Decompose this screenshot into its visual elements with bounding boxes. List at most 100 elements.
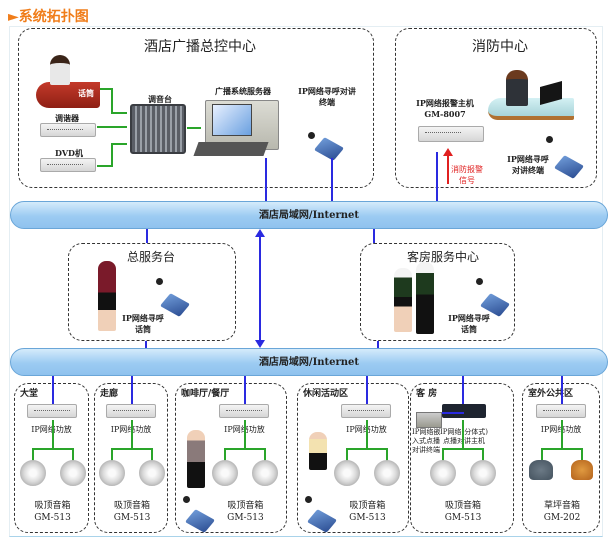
alarm-arrow-icon bbox=[447, 152, 449, 184]
fire-operator-icon bbox=[506, 70, 528, 106]
audio-line bbox=[97, 165, 111, 167]
room-host-icon bbox=[442, 404, 486, 418]
speaker-name: 吸顶音箱 bbox=[34, 501, 71, 511]
audio-line bbox=[561, 420, 563, 448]
ip-amplifier-icon bbox=[219, 404, 270, 418]
embedded-terminal-icon bbox=[416, 412, 442, 428]
broadcast-terminal-label: IP网络寻呼对讲终端 bbox=[292, 86, 362, 108]
audio-line bbox=[244, 420, 247, 448]
audio-line bbox=[111, 112, 127, 114]
audio-line bbox=[31, 448, 34, 462]
arrow-up-icon bbox=[255, 229, 265, 237]
zone-title: 休闲活动区 bbox=[303, 389, 349, 399]
audio-line bbox=[111, 448, 153, 450]
ceiling-speaker-icon bbox=[59, 460, 86, 486]
speaker-name: 草坪音箱 bbox=[543, 501, 580, 511]
network-bottom-label: 酒店局域网/Internet bbox=[258, 357, 360, 368]
zone-title: 咖啡厅/餐厅 bbox=[181, 389, 230, 399]
announcer-icon bbox=[50, 55, 70, 85]
network-pipe-top: 酒店局域网/Internet bbox=[10, 201, 608, 229]
fire-operator-desk-icon bbox=[488, 98, 574, 120]
audio-line bbox=[346, 448, 389, 450]
ip-amplifier-icon bbox=[341, 404, 392, 418]
alarm-signal-line1: 消防报警 bbox=[451, 165, 483, 174]
alarm-host-label-line1: IP网络报警主机 bbox=[416, 98, 474, 108]
ceiling-speaker-icon bbox=[334, 460, 361, 486]
speaker-model: GM-513 bbox=[349, 513, 386, 523]
zone-box bbox=[297, 383, 409, 533]
mixer-label: 调音台 bbox=[148, 94, 172, 104]
room-service-mic-label-line1: IP网络寻呼 bbox=[448, 313, 490, 323]
page-title: ►系统拓扑图 bbox=[8, 9, 89, 25]
speaker-model: GM-513 bbox=[34, 513, 71, 523]
amp-label: IP网络功放 bbox=[101, 424, 161, 435]
audio-line bbox=[366, 420, 369, 448]
housekeeper-male-icon bbox=[416, 262, 434, 334]
network-link bbox=[331, 158, 333, 202]
speaker-model: GM-513 bbox=[227, 513, 264, 523]
audio-line bbox=[224, 448, 227, 462]
broadcast-terminal-label-line1: IP网络寻呼对讲 bbox=[298, 86, 356, 96]
ceiling-speaker-icon bbox=[19, 460, 46, 486]
front-desk-mic-icon bbox=[156, 278, 163, 285]
audio-line bbox=[111, 143, 113, 167]
speaker-model: GM-513 bbox=[113, 513, 151, 523]
mic-label: 话筒 bbox=[78, 88, 94, 98]
audio-line bbox=[346, 448, 349, 462]
audio-line bbox=[224, 448, 267, 450]
room-host-label-line2: 点播对讲主机 bbox=[443, 437, 485, 445]
paging-mic-icon bbox=[308, 132, 315, 139]
alarm-host-icon bbox=[418, 126, 484, 142]
audio-line bbox=[462, 420, 464, 448]
network-link bbox=[145, 341, 147, 351]
dvd-device-icon bbox=[40, 158, 96, 172]
amp-label: IP网络功放 bbox=[22, 424, 82, 435]
network-link bbox=[561, 376, 563, 406]
server-screen bbox=[212, 104, 252, 136]
zone-mic-icon bbox=[183, 496, 190, 503]
lawn-speaker-icon bbox=[529, 460, 553, 480]
mixer-icon bbox=[130, 104, 186, 154]
audio-line bbox=[482, 448, 484, 462]
dvd-label: DVD机 bbox=[55, 148, 83, 158]
alarm-signal-line2: 信号 bbox=[459, 176, 475, 185]
arrow-down-icon bbox=[255, 340, 265, 348]
amp-label: IP网络功放 bbox=[531, 424, 591, 435]
audio-line bbox=[51, 420, 54, 448]
audio-line bbox=[442, 448, 444, 462]
lawn-speaker-icon bbox=[571, 460, 593, 480]
network-top-label: 酒店局域网/Internet bbox=[258, 210, 360, 221]
network-link bbox=[436, 152, 438, 202]
front-desk-title: 总服务台 bbox=[126, 250, 175, 264]
embedded-terminal-label-line2: 入式点播 bbox=[412, 437, 440, 445]
tuner-label: 调谐器 bbox=[55, 113, 79, 123]
ceiling-speaker-icon bbox=[470, 460, 496, 486]
front-desk-mic-label-line2: 话筒 bbox=[135, 324, 151, 334]
ceiling-speaker-icon bbox=[430, 460, 456, 486]
server-keyboard bbox=[193, 142, 269, 156]
zone-room-service bbox=[360, 243, 515, 341]
audio-line bbox=[111, 448, 113, 462]
alarm-signal-label: 消防报警信号 bbox=[450, 164, 484, 186]
embedded-terminal-label-line3: 对讲终端 bbox=[412, 446, 440, 454]
network-link bbox=[51, 376, 54, 406]
waitress-icon bbox=[309, 432, 327, 470]
server-label: 广播系统服务器 bbox=[215, 86, 271, 96]
room-service-mic-label-line2: 话筒 bbox=[461, 324, 477, 334]
network-link bbox=[146, 229, 148, 243]
fire-terminal-label-line1: IP网络寻呼 bbox=[507, 154, 549, 164]
audio-line bbox=[111, 143, 127, 145]
room-host-label: IP网络(分体式)点播对讲主机 bbox=[430, 428, 498, 446]
ceiling-speaker-icon bbox=[252, 460, 279, 486]
audio-line bbox=[31, 448, 74, 450]
fire-center-title: 消防中心 bbox=[472, 39, 528, 55]
speaker-name: 吸顶音箱 bbox=[113, 501, 150, 511]
front-desk-mic-label: IP网络寻呼话筒 bbox=[118, 313, 168, 335]
ip-amplifier-icon bbox=[106, 404, 156, 418]
audio-line bbox=[71, 448, 74, 462]
ip-amplifier-icon bbox=[536, 404, 586, 418]
audio-line bbox=[187, 127, 201, 129]
room-service-title: 客房服务中心 bbox=[406, 250, 479, 264]
broadcast-center-title: 酒店广播总控中心 bbox=[144, 39, 256, 55]
